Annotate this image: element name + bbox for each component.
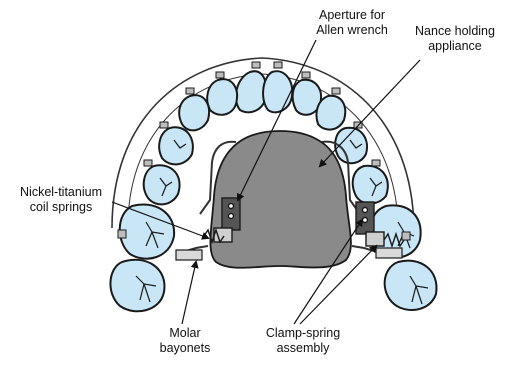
label-clamp-line2: assembly: [253, 341, 353, 356]
label-nance-line1: Nance holding: [400, 24, 510, 39]
label-nance: Nance holding appliance: [400, 24, 510, 54]
tooth-lateral-left: [207, 79, 237, 115]
tooth-central-right: [263, 71, 292, 112]
label-niti-line1: Nickel-titanium: [2, 185, 120, 200]
tooth-central-left: [236, 71, 266, 112]
tooth-canine-right: [316, 96, 345, 130]
tooth-molar2-left: [110, 260, 164, 312]
label-niti-line2: coil springs: [2, 200, 120, 215]
label-molar: Molar bayonets: [150, 326, 220, 356]
tooth-premolar2-left: [144, 165, 180, 204]
label-clamp-line1: Clamp-spring: [253, 326, 353, 341]
label-molar-line1: Molar: [150, 326, 220, 341]
tooth-molar1-left: [120, 204, 174, 258]
label-aperture-line1: Aperture for: [282, 8, 422, 23]
label-niti: Nickel-titanium coil springs: [2, 185, 120, 215]
tooth-premolar2-right: [353, 166, 388, 204]
leader-molar: [182, 262, 196, 324]
label-nance-line2: appliance: [400, 39, 510, 54]
tooth-premolar1-left: [159, 127, 193, 164]
tooth-molar2-right: [385, 261, 437, 310]
label-molar-line2: bayonets: [150, 341, 220, 356]
tooth-canine-left: [179, 95, 209, 130]
label-clamp: Clamp-spring assembly: [253, 326, 353, 356]
